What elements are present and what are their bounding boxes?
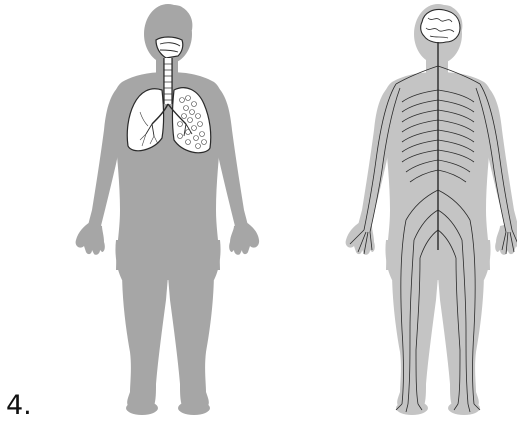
- respiratory-system-figure: [70, 0, 260, 428]
- nervous-system-figure: [330, 0, 517, 428]
- question-number: 4.: [6, 392, 32, 419]
- respiratory-silhouette: [70, 0, 260, 428]
- nervous-silhouette: [330, 0, 517, 428]
